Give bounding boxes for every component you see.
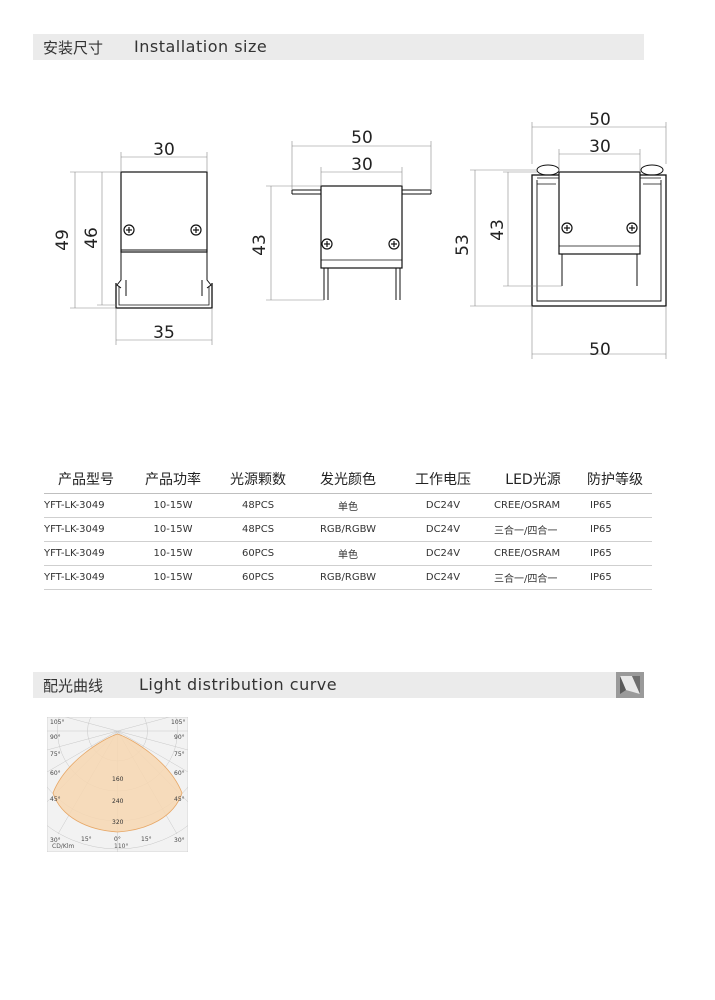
angle-label-75-right: 75° bbox=[174, 751, 185, 758]
angle-label-30-right: 30° bbox=[174, 837, 185, 844]
value-label-160: 160 bbox=[112, 776, 124, 783]
spec-table-header: 产品型号 产品功率 光源颗数 发光颜色 工作电压 LED光源 防护等级 bbox=[44, 466, 652, 494]
drawing-left bbox=[70, 152, 213, 345]
cell-led-count: 60PCS bbox=[218, 565, 298, 590]
cell-model: YFT-LK-3049 bbox=[44, 565, 128, 590]
angle-label-45-left: 45° bbox=[50, 796, 61, 803]
table-row: YFT-LK-3049 10-15W 48PCS RGB/RGBW DC24V … bbox=[44, 517, 652, 542]
light-title-zh: 配光曲线 bbox=[43, 677, 104, 695]
header-power: 产品功率 bbox=[128, 466, 218, 494]
cell-model: YFT-LK-3049 bbox=[44, 493, 128, 518]
drawing-right bbox=[470, 122, 667, 359]
corner-logo-icon bbox=[616, 672, 644, 698]
dim-right-top-outer: 50 bbox=[589, 110, 611, 130]
installation-size-header: 安装尺寸 Installation size bbox=[33, 34, 644, 60]
cell-led-count: 60PCS bbox=[218, 541, 298, 566]
cell-led-source: 三合一/四合一 bbox=[488, 565, 578, 590]
cell-voltage: DC24V bbox=[398, 517, 488, 542]
drawing-middle bbox=[266, 141, 432, 301]
dim-left-outer-height: 49 bbox=[53, 229, 73, 251]
cell-power: 10-15W bbox=[128, 565, 218, 590]
dim-middle-outer-width: 50 bbox=[351, 128, 373, 148]
light-distribution-polar-chart: 105° 105° 90° 90° 75° 75° 60° 60° 45° 45… bbox=[47, 717, 188, 852]
angle-label-45-right: 45° bbox=[174, 796, 185, 803]
cell-voltage: DC24V bbox=[398, 541, 488, 566]
cell-voltage: DC24V bbox=[398, 493, 488, 518]
cell-power: 10-15W bbox=[128, 517, 218, 542]
table-row: YFT-LK-3049 10-15W 48PCS 单色 DC24V CREE/O… bbox=[44, 493, 652, 518]
header-model: 产品型号 bbox=[44, 466, 128, 494]
installation-drawings: 30 49 46 35 50 30 43 bbox=[53, 110, 667, 360]
dim-right-inner-height: 43 bbox=[488, 219, 508, 241]
angle-label-15-right: 15° bbox=[141, 836, 152, 843]
angle-label-105-left: 105° bbox=[50, 719, 64, 726]
angle-label-60-left: 60° bbox=[50, 770, 61, 777]
spec-table: 产品型号 产品功率 光源颗数 发光颜色 工作电压 LED光源 防护等级 YFT-… bbox=[44, 466, 652, 590]
header-led-count: 光源颗数 bbox=[218, 466, 298, 494]
cell-color: RGB/RGBW bbox=[298, 565, 398, 590]
angle-label-90-left: 90° bbox=[50, 734, 61, 741]
cell-color: 单色 bbox=[298, 493, 398, 518]
table-row: YFT-LK-3049 10-15W 60PCS 单色 DC24V CREE/O… bbox=[44, 541, 652, 566]
cell-ip-rating: IP65 bbox=[578, 493, 652, 518]
angle-label-75-left: 75° bbox=[50, 751, 61, 758]
header-ip-rating: 防护等级 bbox=[578, 466, 652, 494]
table-row: YFT-LK-3049 10-15W 60PCS RGB/RGBW DC24V … bbox=[44, 565, 652, 590]
dim-left-bottom: 35 bbox=[153, 323, 175, 343]
installation-title-zh: 安装尺寸 bbox=[43, 39, 104, 57]
cell-model: YFT-LK-3049 bbox=[44, 517, 128, 542]
dim-middle-inner-width: 30 bbox=[351, 155, 373, 175]
polar-unit-label: CD/Klm bbox=[52, 843, 75, 850]
dim-left-inner-height: 46 bbox=[82, 227, 102, 249]
header-led-source: LED光源 bbox=[488, 466, 578, 494]
header-voltage: 工作电压 bbox=[398, 466, 488, 494]
light-title-en: Light distribution curve bbox=[139, 675, 338, 694]
angle-label-0: 0° bbox=[114, 836, 121, 843]
polar-beam-angle-label: 110° bbox=[114, 843, 129, 850]
dim-right-bottom: 50 bbox=[589, 340, 611, 360]
cell-model: YFT-LK-3049 bbox=[44, 541, 128, 566]
cell-color: RGB/RGBW bbox=[298, 517, 398, 542]
cell-led-count: 48PCS bbox=[218, 517, 298, 542]
value-label-320: 320 bbox=[112, 819, 124, 826]
cell-power: 10-15W bbox=[128, 493, 218, 518]
cell-ip-rating: IP65 bbox=[578, 517, 652, 542]
cell-ip-rating: IP65 bbox=[578, 565, 652, 590]
cell-led-source: CREE/OSRAM bbox=[488, 541, 578, 566]
cell-led-source: CREE/OSRAM bbox=[488, 493, 578, 518]
dim-right-outer-height: 53 bbox=[453, 234, 473, 256]
angle-label-90-right: 90° bbox=[174, 734, 185, 741]
angle-label-105-right: 105° bbox=[171, 719, 185, 726]
light-distribution-header: 配光曲线 Light distribution curve bbox=[33, 672, 644, 698]
cell-color: 单色 bbox=[298, 541, 398, 566]
cell-led-source: 三合一/四合一 bbox=[488, 517, 578, 542]
angle-label-60-right: 60° bbox=[174, 770, 185, 777]
dim-middle-height: 43 bbox=[250, 234, 270, 256]
cell-led-count: 48PCS bbox=[218, 493, 298, 518]
header-color: 发光颜色 bbox=[298, 466, 398, 494]
cell-voltage: DC24V bbox=[398, 565, 488, 590]
installation-title-en: Installation size bbox=[134, 37, 268, 56]
dim-right-top-inner: 30 bbox=[589, 137, 611, 157]
value-label-240: 240 bbox=[112, 798, 124, 805]
light-distribution-curve bbox=[52, 733, 183, 833]
dim-left-top: 30 bbox=[153, 140, 175, 160]
angle-label-15-left: 15° bbox=[81, 836, 92, 843]
cell-power: 10-15W bbox=[128, 541, 218, 566]
angle-label-30-left: 30° bbox=[50, 837, 61, 844]
cell-ip-rating: IP65 bbox=[578, 541, 652, 566]
